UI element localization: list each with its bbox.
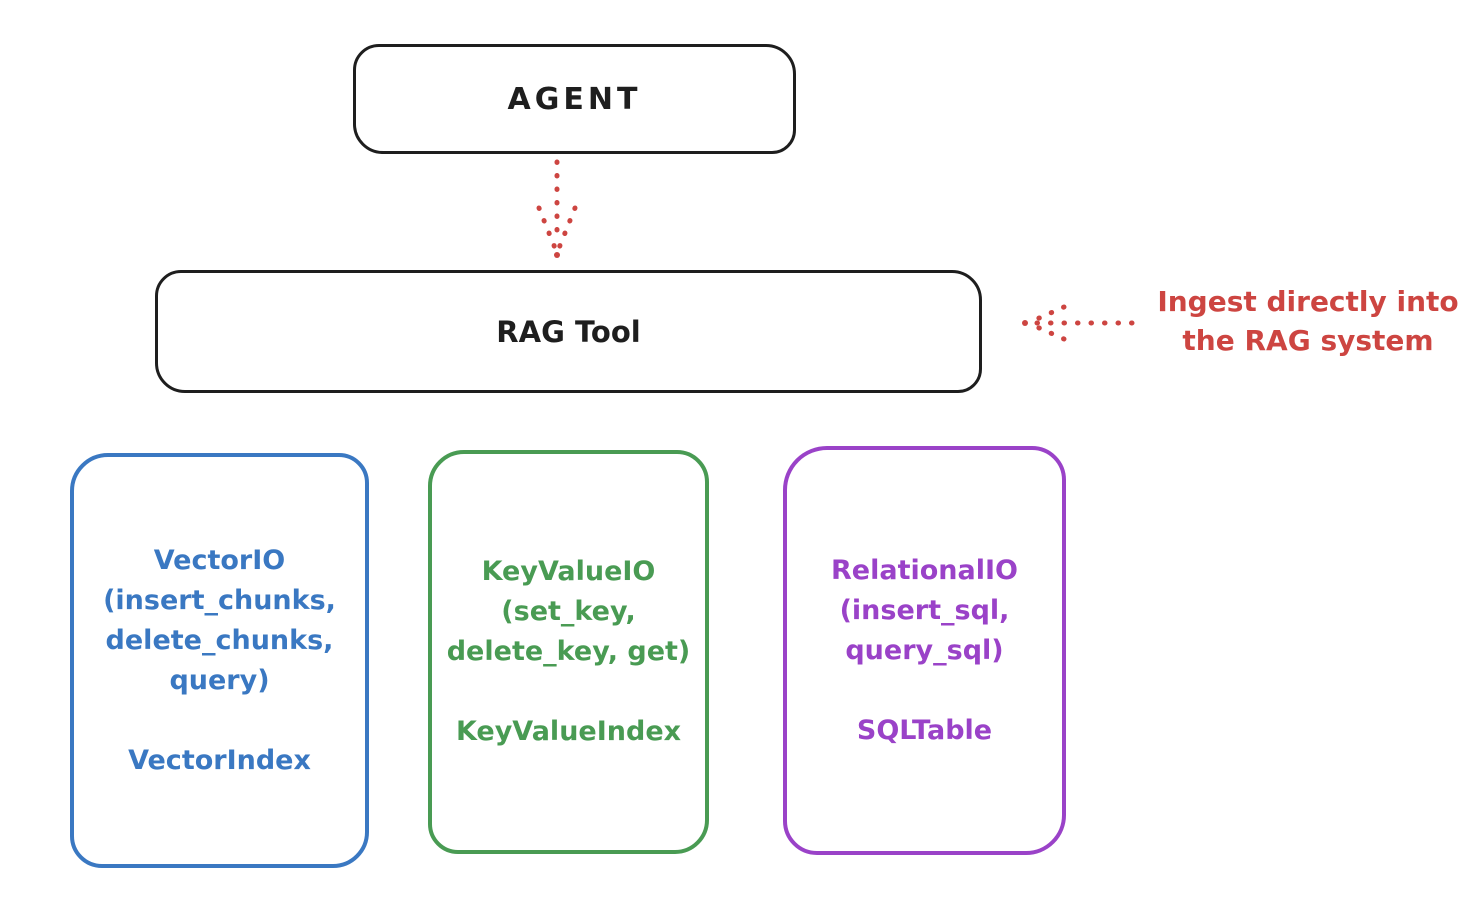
agent-box: AGENT bbox=[353, 44, 796, 154]
rag-tool-box: RAG Tool bbox=[155, 270, 982, 393]
rag-tool-box-label: RAG Tool bbox=[496, 314, 641, 349]
relational-io-methods-line1: (insert_sql, bbox=[839, 594, 1010, 626]
vector-io-methods-line1: (insert_chunks, bbox=[103, 584, 336, 616]
ingest-annotation-line1: Ingest directly into bbox=[1157, 285, 1459, 318]
agent-to-rag-arrow bbox=[536, 159, 578, 258]
relational-io-title: RelationalIO bbox=[831, 554, 1018, 586]
vector-io-methods-line3: query) bbox=[169, 664, 270, 696]
vector-io-box: VectorIO (insert_chunks, delete_chunks, … bbox=[70, 453, 369, 868]
keyvalue-index-label: KeyValueIndex bbox=[455, 716, 682, 747]
vector-index-label: VectorIndex bbox=[128, 744, 311, 776]
relational-io-box: RelationalIO (insert_sql, query_sql) SQL… bbox=[783, 446, 1066, 855]
ingest-annotation-arrow bbox=[1022, 304, 1135, 342]
keyvalue-io-title: KeyValueIO bbox=[481, 556, 656, 587]
vector-io-methods-line2: delete_chunks, bbox=[105, 624, 334, 656]
ingest-annotation-line2: the RAG system bbox=[1182, 324, 1434, 357]
vector-io-title: VectorIO bbox=[153, 544, 286, 576]
agent-box-label: AGENT bbox=[507, 81, 642, 117]
sql-table-label: SQLTable bbox=[856, 714, 993, 746]
keyvalue-io-box: KeyValueIO (set_key, delete_key, get) Ke… bbox=[428, 450, 709, 854]
relational-io-methods-line2: query_sql) bbox=[845, 634, 1004, 666]
ingest-annotation: Ingest directly into the RAG system bbox=[1132, 282, 1484, 360]
keyvalue-io-methods-line1: (set_key, bbox=[501, 596, 636, 627]
keyvalue-io-methods-line2: delete_key, get) bbox=[446, 636, 691, 667]
